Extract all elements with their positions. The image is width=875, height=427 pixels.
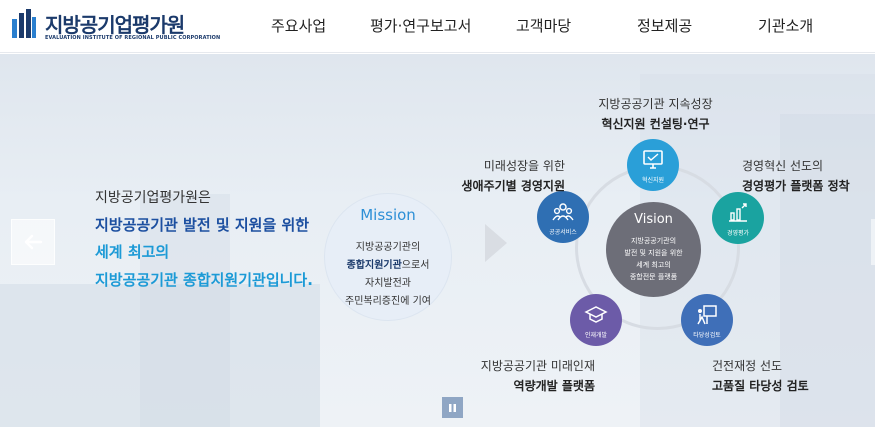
- mission-line-2-bold: 종합지원기관: [346, 260, 402, 271]
- caption-innovation: 지방공공기관 지속성장 혁신지원 컨설팅·연구: [583, 95, 728, 132]
- nav-item-customer[interactable]: 고객마당: [516, 17, 572, 35]
- mission-line-1: 지방공공기관의: [355, 242, 421, 253]
- logo-subtitle: EVALUATION INSTITUTE OF REGIONAL PUBLIC …: [45, 35, 221, 41]
- nav-item-information[interactable]: 정보제공: [637, 17, 693, 35]
- intro-line-3: 세계 최고의: [95, 243, 170, 261]
- presentation-icon: [697, 305, 717, 325]
- caption-lifecycle-support: 미래성장을 위한 생애주기별 경영지원: [420, 157, 565, 194]
- vision-line-1: 지방공공기관의: [630, 237, 677, 245]
- prev-slide-button[interactable]: [11, 219, 55, 265]
- logo-mark-icon: [12, 9, 36, 38]
- intro-line-4: 지방공공기관 종합지원기관입니다.: [95, 271, 313, 289]
- background-building: [140, 194, 230, 427]
- pause-button[interactable]: [442, 397, 463, 418]
- mission-line-2: 종합지원기관으로서: [325, 256, 451, 271]
- site-logo[interactable]: 지방공기업평가원 EVALUATION INSTITUTE OF REGIONA…: [11, 7, 220, 47]
- intro-line-2: 지방공공기관 발전 및 지원을 위한: [95, 216, 310, 234]
- node-label: 타당성검토: [693, 332, 721, 339]
- caption-line: 지방공공기관 미래인재: [480, 359, 595, 373]
- caption-feasibility-review: 건전재정 선도 고품질 타당성 검토: [712, 357, 857, 394]
- vision-title: Vision: [634, 212, 673, 227]
- vision-line-3: 세계 최고의: [636, 261, 671, 269]
- intro-line-1: 지방공기업평가원은: [95, 190, 211, 206]
- graduation-cap-icon: [584, 306, 608, 323]
- mission-circle: Mission 지방공공기관의 종합지원기관으로서 자치발전과 주민복리증진에 …: [325, 194, 451, 320]
- nav-item-about[interactable]: 기관소개: [758, 17, 814, 35]
- mission-line-3: 자치발전과: [365, 278, 411, 289]
- caption-line-bold: 생애주기별 경영지원: [461, 179, 565, 193]
- mission-line-2-rest: 으로서: [401, 260, 430, 271]
- nav-item-main-business[interactable]: 주요사업: [271, 17, 327, 35]
- caption-line-bold: 역량개발 플랫폼: [513, 379, 595, 393]
- people-icon: [552, 203, 574, 221]
- node-public-service[interactable]: 공공서비스: [537, 191, 589, 243]
- monitor-icon: [643, 150, 663, 169]
- nav-item-reports[interactable]: 평가·연구보고서: [370, 17, 472, 35]
- vision-line-2: 발전 및 지원을 위한: [624, 249, 683, 257]
- background-building: [780, 114, 875, 427]
- vision-circle: Vision 지방공공기관의 발전 및 지원을 위한 세계 최고의 종합전문 플…: [606, 202, 701, 297]
- node-innovation[interactable]: 혁신지원: [627, 139, 679, 191]
- caption-management-evaluation: 경영혁신 선도의 경영평가 플랫폼 정착: [742, 157, 875, 194]
- caption-line: 건전재정 선도: [712, 359, 783, 373]
- pause-icon: [449, 403, 456, 412]
- caption-line: 경영혁신 선도의: [742, 159, 824, 173]
- caption-talent-development: 지방공공기관 미래인재 역량개발 플랫폼: [450, 357, 595, 394]
- logo-title: 지방공기업평가원: [45, 13, 185, 37]
- chevron-right-icon: [485, 224, 507, 262]
- mission-line-4: 주민복리증진에 기여: [345, 296, 431, 307]
- caption-line: 지방공공기관 지속성장: [598, 97, 713, 111]
- node-label: 경영평가: [726, 230, 750, 237]
- next-slide-button[interactable]: [871, 219, 875, 265]
- chart-icon: [729, 203, 747, 222]
- caption-line-bold: 고품질 타당성 검토: [712, 379, 809, 393]
- caption-line: 미래성장을 위한: [483, 159, 565, 173]
- site-header: 지방공기업평가원 EVALUATION INSTITUTE OF REGIONA…: [0, 0, 875, 53]
- caption-line-bold: 경영평가 플랫폼 정착: [742, 179, 850, 193]
- mission-title: Mission: [360, 206, 416, 224]
- main-banner: 지방공기업평가원은 지방공공기관 발전 및 지원을 위한 세계 최고의 지방공공…: [0, 54, 875, 427]
- caption-line-bold: 혁신지원 컨설팅·연구: [601, 117, 710, 131]
- node-label: 인재개발: [584, 332, 608, 339]
- arrow-left-icon: [24, 234, 43, 250]
- node-management-evaluation[interactable]: 경영평가: [712, 192, 764, 244]
- background-building: [0, 284, 320, 427]
- node-talent-development[interactable]: 인재개발: [570, 294, 622, 346]
- node-feasibility-review[interactable]: 타당성검토: [681, 294, 733, 346]
- vision-line-4: 종합전문 플랫폼: [629, 273, 678, 281]
- node-label: 혁신지원: [641, 177, 665, 184]
- node-label: 공공서비스: [549, 229, 577, 236]
